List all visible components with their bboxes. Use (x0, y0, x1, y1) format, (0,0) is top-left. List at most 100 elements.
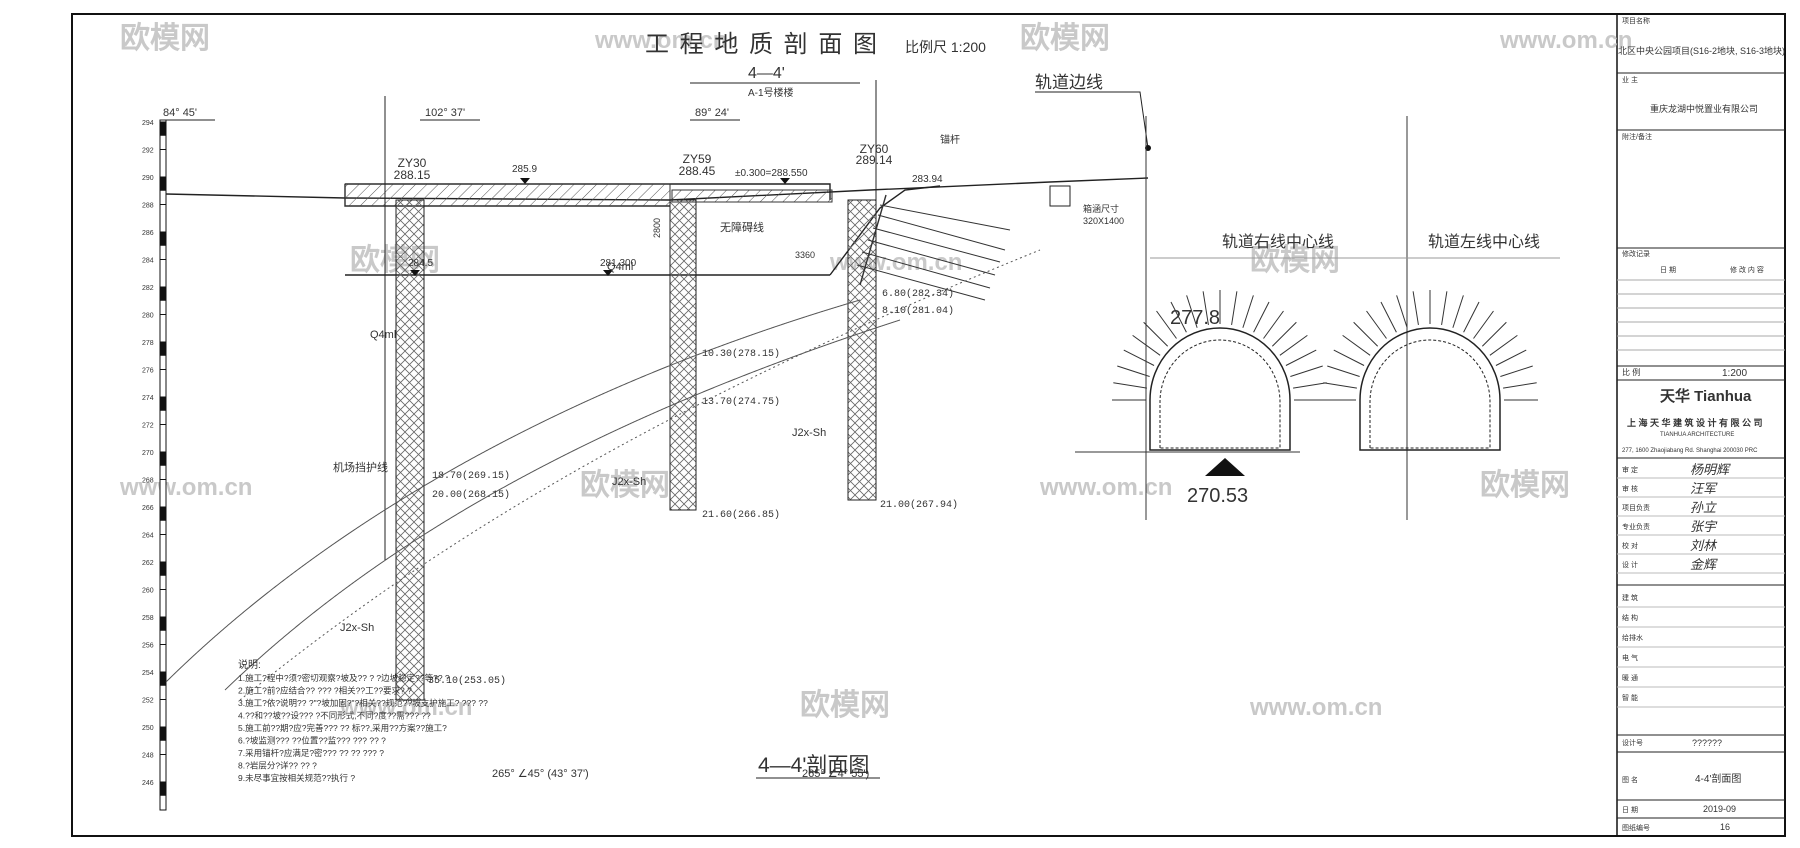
ruler-tick-label: 246 (142, 780, 154, 787)
svg-text:修 改 内 容: 修 改 内 容 (1730, 265, 1764, 274)
ruler-tick-label: 292 (142, 148, 154, 155)
svg-text:21.00(267.94): 21.00(267.94) (880, 499, 958, 511)
borehole-id: ZY30 (398, 156, 427, 170)
anchor-ray (1113, 382, 1147, 389)
ruler-band (160, 452, 166, 466)
watermark-brand: 欧模网 (350, 244, 440, 277)
ruler-tick-label: 276 (142, 368, 154, 375)
anchor-ray (1503, 382, 1537, 389)
track-right-center-label: 轨道右线中心线 (1222, 233, 1334, 251)
svg-text:35.10(253.05): 35.10(253.05) (428, 675, 506, 687)
ruler-tick-label: 274 (142, 395, 154, 402)
dimension-label: 3360 (795, 250, 815, 260)
borehole-id: ZY60 (860, 142, 889, 156)
anchor-ray (1366, 310, 1387, 339)
borehole-zy60: ZY60 289.14 (847, 80, 893, 501)
ruler-tick-label: 290 (142, 175, 154, 182)
anchor-ray (1279, 334, 1308, 356)
anchor-ray (1495, 349, 1527, 366)
ruler-tick-label: 268 (142, 478, 154, 485)
dimension-label: 2800 (652, 218, 662, 238)
track-edge-label: 轨道边线 (1035, 73, 1103, 92)
note-line: 9.未尽事宜按相关规范??执行 ? (238, 773, 355, 783)
section-mark: 4—4' (748, 65, 785, 82)
borehole-zy59: ZY59 288.45 (669, 152, 716, 511)
notes-block: 说明: 1.施工?程中?须?密切观察?坡及?? ? ?边坡稳定??等?? ?2.… (238, 658, 488, 783)
anchor-label: 锚杆 (940, 134, 960, 146)
svg-text:图 名: 图 名 (1622, 775, 1638, 784)
svg-text:20.00(268.15): 20.00(268.15) (432, 489, 510, 501)
svg-text:TIANHUA ARCHITECTURE: TIANHUA ARCHITECTURE (1660, 432, 1734, 438)
anchor-lines (856, 194, 1011, 301)
elev-label: 281.300 (600, 258, 637, 269)
elev-label: 285.9 (512, 164, 537, 175)
svg-text:日 期: 日 期 (1660, 266, 1676, 274)
role-signature: 汪军 (1690, 481, 1718, 496)
anchor-ray (1132, 334, 1161, 356)
watermark-brand: 欧模网 (1480, 469, 1570, 502)
borehole-id: ZY59 (683, 152, 712, 166)
anchor-ray (1117, 365, 1150, 377)
track-left-center-label: 轨道左线中心线 (1428, 233, 1540, 251)
svg-text:说明:: 说明: (238, 658, 261, 671)
stratum-label: J2x-Sh (612, 476, 646, 488)
svg-text:277, 1600 Zhaojiabang Rd. Sha: 277, 1600 Zhaojiabang Rd. Shanghai 20003… (1622, 448, 1758, 454)
anchor-ray (1353, 321, 1379, 347)
note-line: 7.采用锚杆?应满足?密??? ?? ?? ??? ? (238, 748, 384, 758)
role-signature: 杨明辉 (1690, 462, 1731, 477)
borehole-elev: 288.15 (394, 168, 431, 182)
discipline-label: 给排水 (1622, 633, 1643, 642)
svg-text:8.10(281.04): 8.10(281.04) (882, 305, 954, 317)
tunnel-top-elev: 277.8 (1170, 307, 1220, 329)
svg-text:修改记录: 修改记录 (1622, 249, 1650, 258)
ruler-band (160, 562, 166, 576)
weathering-curves (165, 249, 1041, 701)
anchor-ray (1412, 291, 1419, 326)
elev-label: ±0.300=288.550 (735, 168, 808, 179)
anchor-ray (1333, 349, 1365, 366)
fill-layer-hatch (671, 189, 833, 203)
svg-text:16: 16 (1720, 822, 1730, 832)
anchor-ray (1202, 291, 1209, 326)
anchor-ray (1242, 295, 1254, 328)
stratum-label: Q4ml (370, 329, 396, 341)
ruler-band (160, 287, 166, 301)
watermark-brand: 欧模网 (1250, 244, 1340, 277)
anchor-ray (1143, 321, 1169, 347)
svg-text:图纸编号: 图纸编号 (1622, 823, 1650, 832)
owner-name: 重庆龙湖中悦置业有限公司 (1650, 103, 1758, 114)
ruler-band (160, 397, 166, 411)
watermark-layer: 欧模网 www.om.cn 欧模网 www.om.cn 欧模网 www.om.c… (119, 22, 1632, 722)
depth-labels: 10.30(278.15) 13.70(274.75) 18.70(269.15… (428, 288, 958, 687)
box-label: 箱涵尺寸 (1083, 203, 1119, 214)
slope-label: 机场挡护线 (333, 460, 388, 474)
watermark-url: www.om.cn (1039, 474, 1172, 501)
ruler-band (160, 782, 166, 796)
svg-text:13.70(274.75): 13.70(274.75) (702, 396, 780, 408)
ruler-tick-label: 258 (142, 615, 154, 622)
ruler-tick-label: 264 (142, 533, 154, 540)
role-label: 设 计 (1622, 560, 1638, 569)
svg-text:附注/备注: 附注/备注 (1622, 132, 1652, 141)
ruler-band (160, 122, 166, 136)
ruler-tick-label: 256 (142, 643, 154, 650)
anchor-ray (1263, 310, 1284, 339)
anchor-ray (1290, 365, 1323, 377)
role-label: 审 核 (1622, 484, 1638, 493)
stratum-label: J2x-Sh (792, 427, 826, 439)
ruler-tick-label: 262 (142, 560, 154, 567)
angle-label: 84° 45' (163, 107, 197, 119)
note-line: 1.施工?程中?须?密切观察?坡及?? ? ?边坡稳定??等?? ? (238, 673, 450, 683)
note-line: 8.?岩层分?详?? ?? ? (238, 761, 317, 771)
ruler-band (160, 727, 166, 741)
ruler-tick-label: 278 (142, 340, 154, 347)
role-label: 审 定 (1622, 465, 1638, 474)
ruler-tick-label: 286 (142, 230, 154, 237)
anchor-ray (1231, 291, 1238, 326)
watermark-brand: 欧模网 (800, 689, 890, 722)
svg-text:21.60(266.85): 21.60(266.85) (702, 509, 780, 521)
ruler-band (160, 617, 166, 631)
svg-text:业 主: 业 主 (1622, 75, 1638, 84)
elevation-marker (1205, 458, 1245, 476)
title-block: 项目名称 北区中央公园项目(S16-2地块, S16-3地块) 业 主 重庆龙湖… (1617, 16, 1785, 832)
